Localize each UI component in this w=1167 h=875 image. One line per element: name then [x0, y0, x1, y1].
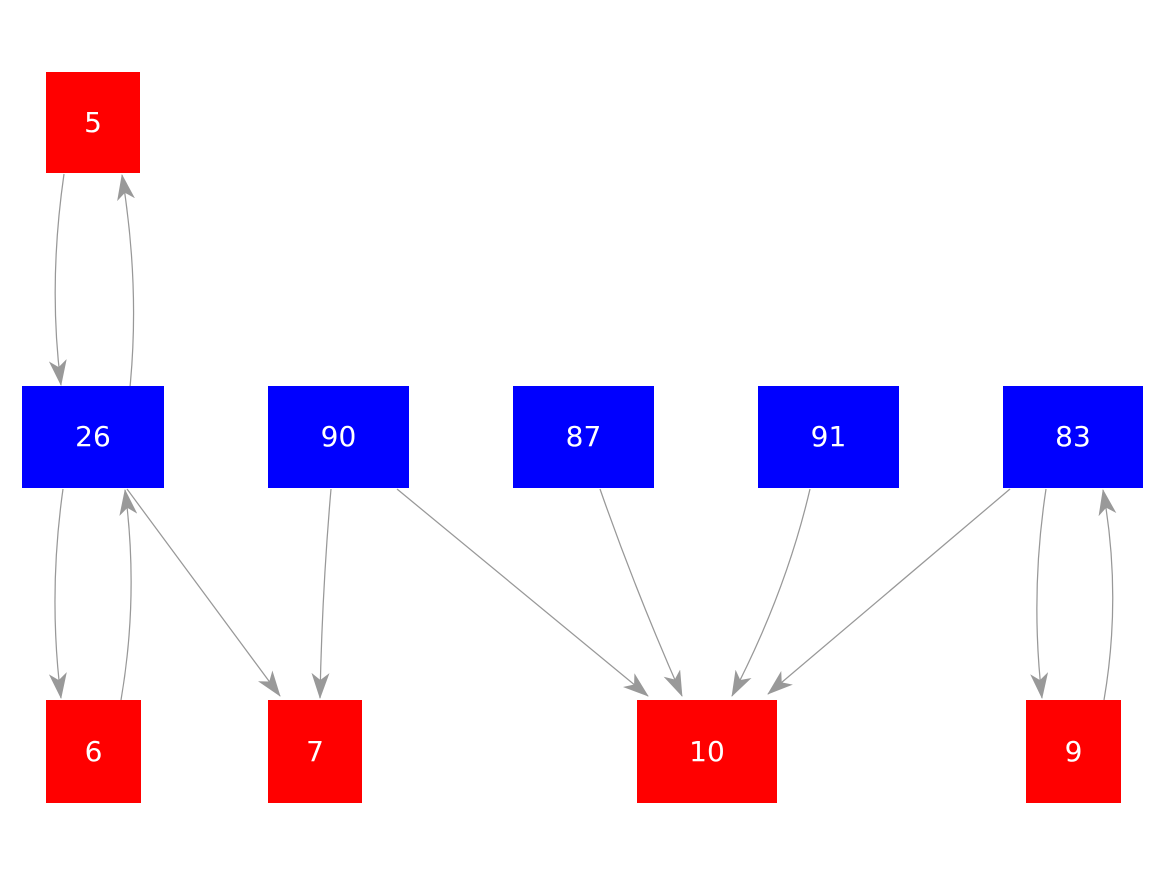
node-label: 5: [84, 105, 102, 139]
graph-node-6: 6: [46, 700, 141, 803]
graph-node-7: 7: [268, 700, 362, 803]
edge-26-7: [126, 488, 281, 697]
graph-node-5: 5: [46, 72, 140, 173]
edge-87-10: [599, 488, 683, 697]
edge-90-7: [311, 488, 332, 699]
edge-90-10: [396, 488, 649, 697]
node-label: 83: [1055, 420, 1091, 453]
edge-83-9: [1030, 488, 1049, 699]
graph-node-26: 26: [22, 386, 164, 488]
node-label: 87: [565, 420, 602, 453]
node-label: 6: [84, 734, 103, 768]
edge-5-26: [48, 173, 67, 386]
edge-26-5: [117, 174, 135, 388]
node-label: 90: [320, 420, 357, 453]
node-label: 7: [306, 734, 324, 768]
graph-node-87: 87: [513, 386, 654, 488]
graph-node-90: 90: [268, 386, 409, 488]
edge-83-10: [767, 488, 1011, 695]
graph-node-83: 83: [1003, 386, 1143, 488]
edge-26-6: [48, 488, 67, 699]
graph-node-10: 10: [637, 700, 777, 803]
edge-6-26: [119, 489, 138, 701]
node-label: 9: [1064, 734, 1083, 768]
edge-9-83: [1098, 489, 1117, 701]
node-label: 26: [75, 420, 111, 453]
node-label: 91: [810, 420, 847, 453]
graph-node-9: 9: [1026, 700, 1121, 803]
graph-node-91: 91: [758, 386, 899, 488]
node-label: 10: [689, 734, 725, 768]
edge-91-10: [731, 488, 811, 697]
